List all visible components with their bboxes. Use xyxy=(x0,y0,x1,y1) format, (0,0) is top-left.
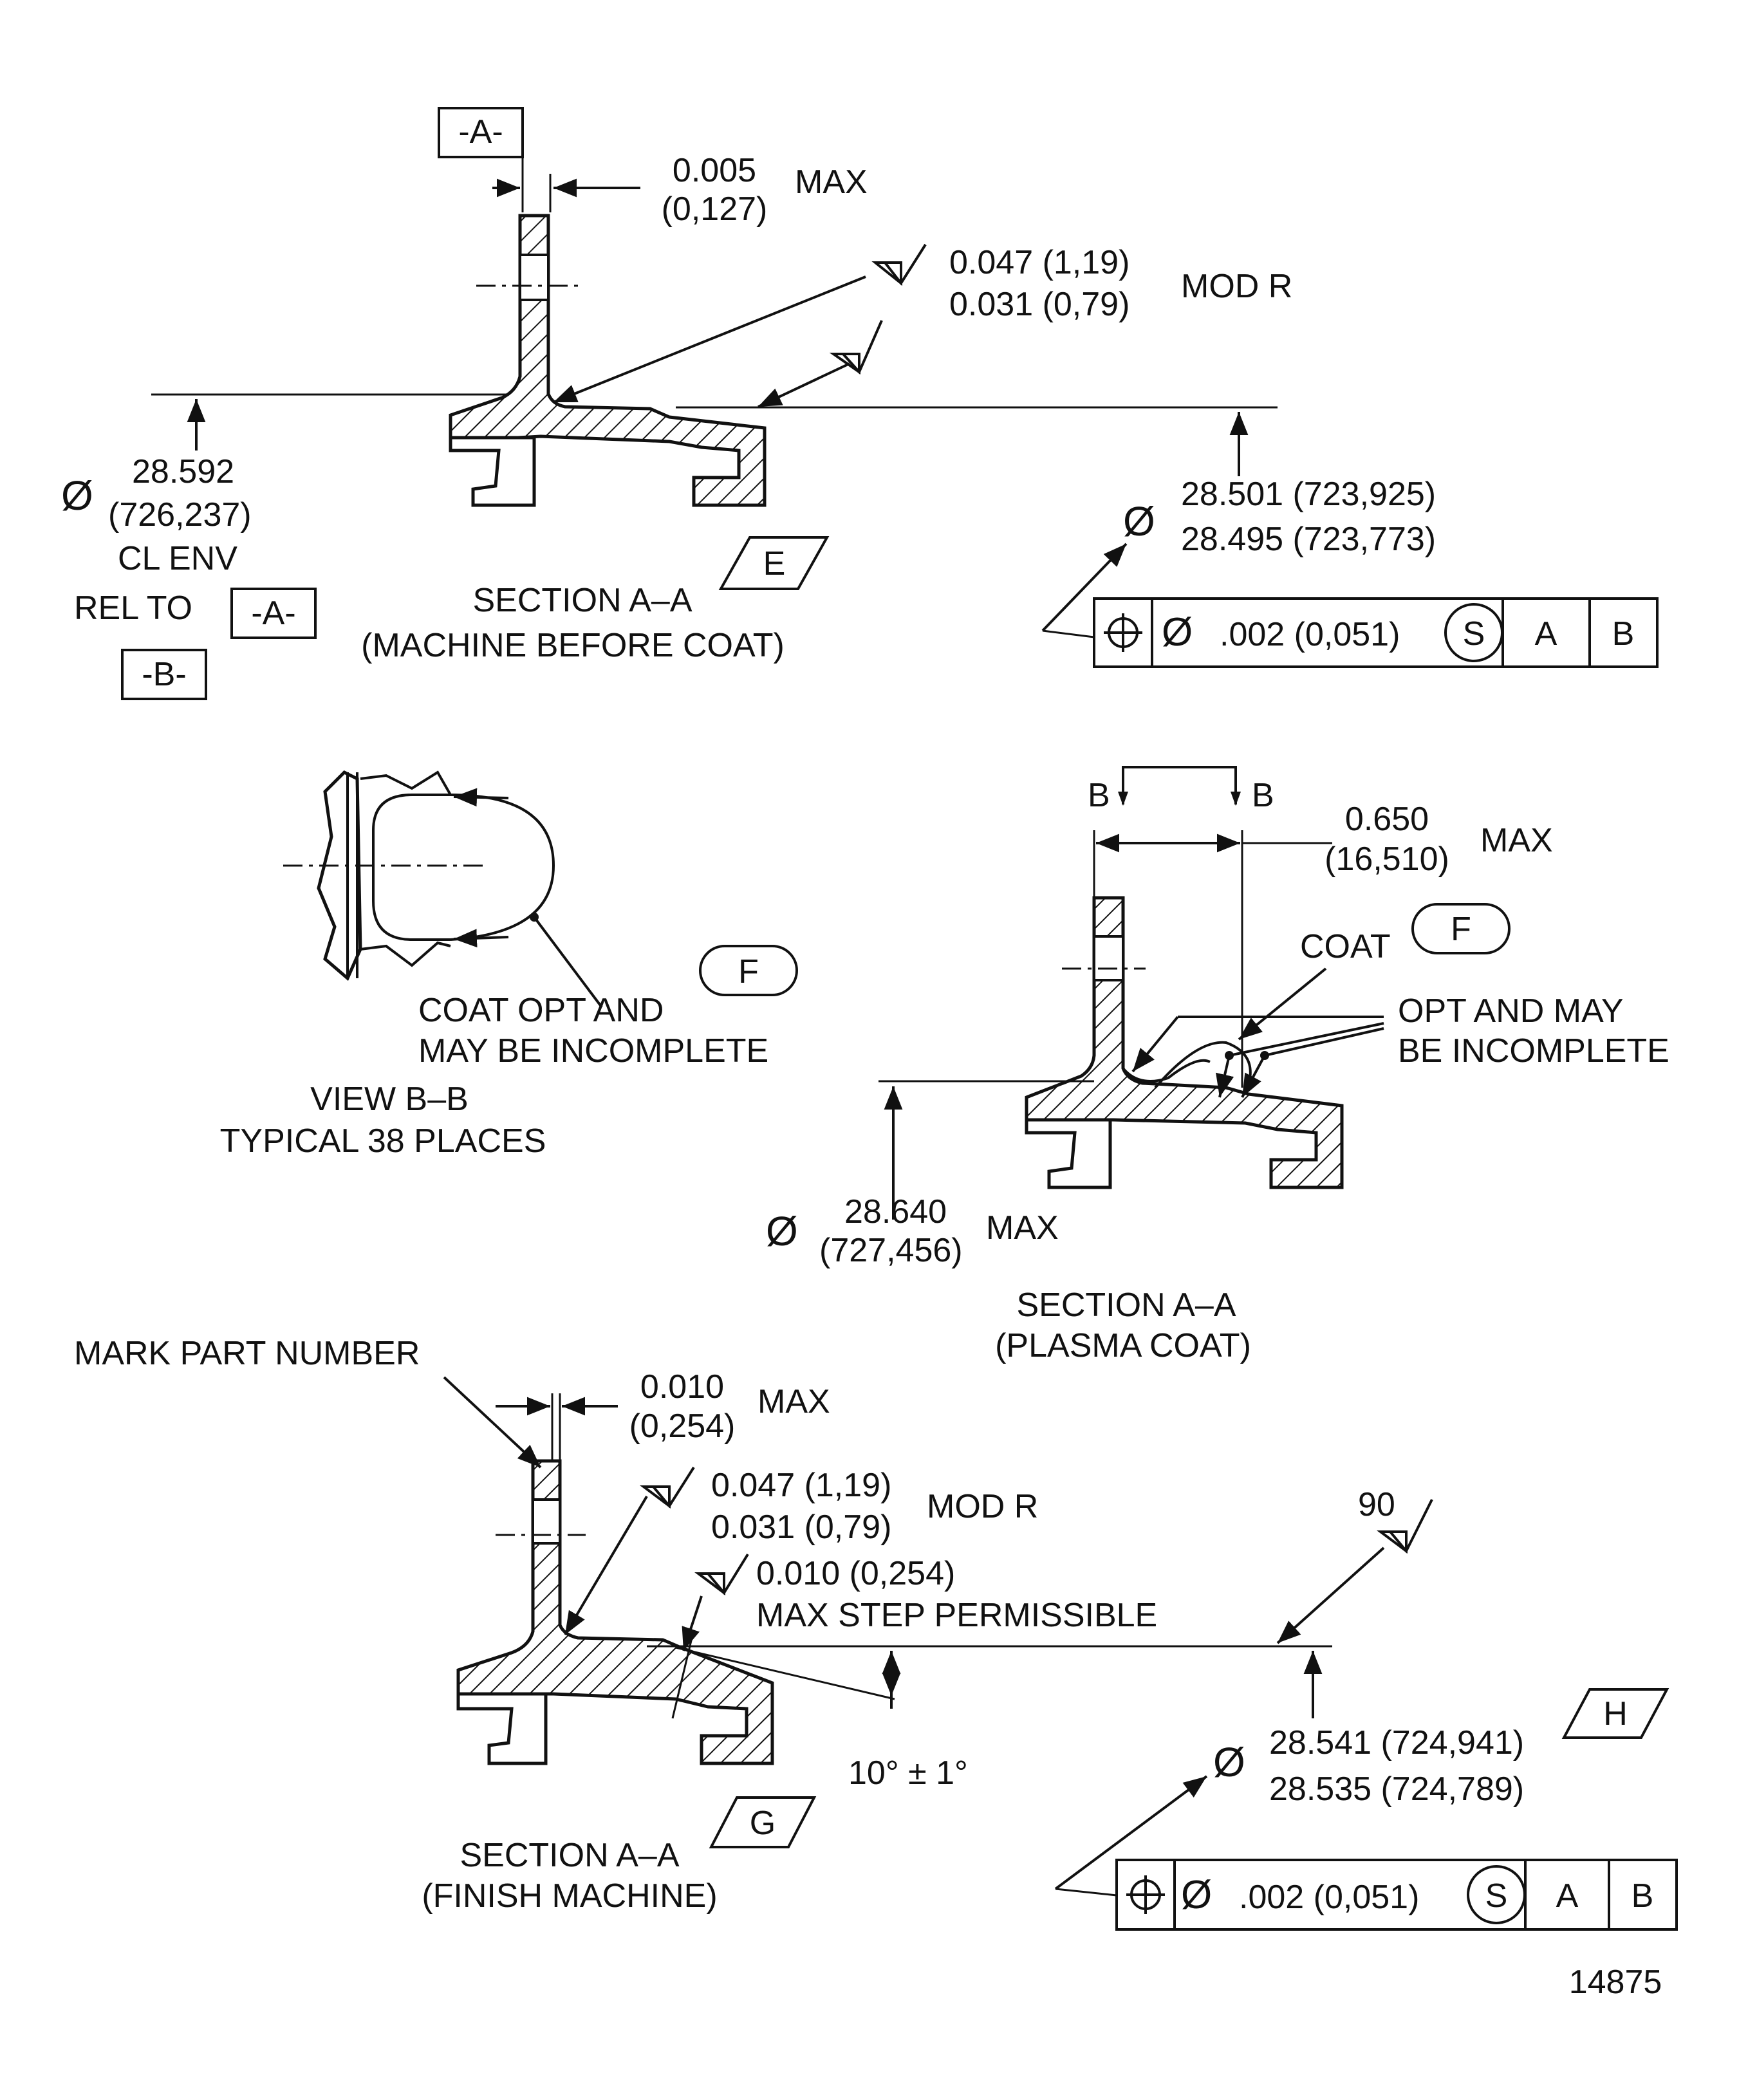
ref-a-box xyxy=(230,588,317,639)
fcf-modifier-2: S xyxy=(1485,1877,1508,1915)
flag-h-label: H xyxy=(1603,1695,1628,1733)
flag-f-label-2: F xyxy=(1451,911,1471,948)
flag-g xyxy=(709,1796,817,1848)
flange-hole-1 xyxy=(519,254,550,301)
modifier-circle-1 xyxy=(1444,603,1503,662)
section-machine-before-coat: -A- 0.005 (0,127) MAX 0.047 (1,19) 0.031… xyxy=(61,107,1659,700)
flag-f-2 xyxy=(1411,903,1511,954)
step-line2-3: MAX STEP PERMISSIBLE xyxy=(756,1597,1157,1634)
view-b-b: COAT OPT AND MAY BE INCOMPLETE F VIEW B–… xyxy=(220,770,798,1160)
flag-f-label-1: F xyxy=(738,953,759,990)
radius-line1-3: 0.047 (1,19) xyxy=(711,1467,891,1504)
coat-outline-2 xyxy=(1122,1059,1211,1083)
section-subtitle-2: (PLASMA COAT) xyxy=(995,1327,1251,1364)
view-bb-subtitle: TYPICAL 38 PLACES xyxy=(220,1122,546,1160)
opt-line1-2: OPT AND MAY xyxy=(1398,992,1624,1030)
figure-number: 14875 xyxy=(1569,1964,1662,2001)
radius-line1-1: 0.047 (1,19) xyxy=(949,244,1130,281)
section-finish-machine: MARK PART NUMBER 0.010 (0,254) MAX 0.047… xyxy=(74,1335,1678,1931)
fcf-modifier-1: S xyxy=(1463,615,1485,653)
fcf-datum1-2: A xyxy=(1556,1877,1579,1915)
flag-h xyxy=(1561,1688,1669,1739)
view-bb-title: VIEW B–B xyxy=(310,1081,469,1118)
dia-symbol-2: Ø xyxy=(766,1208,798,1254)
radius-suffix-3: MOD R xyxy=(927,1488,1038,1525)
modifier-circle-2 xyxy=(1467,1865,1526,1924)
coat-outline-bb xyxy=(450,794,555,941)
dia-line2-3: 28.535 (724,789) xyxy=(1269,1770,1524,1808)
section-subtitle-1: (MACHINE BEFORE COAT) xyxy=(361,627,785,664)
finish-90: 90 xyxy=(1358,1486,1395,1523)
width-mm-2: (16,510) xyxy=(1325,841,1449,878)
section-plasma-coat: B B 0.650 (16,510) MAX COAT F OPT AND MA… xyxy=(766,766,1669,1364)
opt-line2-2: BE INCOMPLETE xyxy=(1398,1032,1669,1070)
datum-a-box xyxy=(438,107,524,158)
fcf-datum2-2: B xyxy=(1632,1877,1654,1915)
dia-line1-3: 28.541 (724,941) xyxy=(1269,1724,1524,1761)
fcf-tolerance-1: .002 (0,051) xyxy=(1220,616,1400,653)
radius-suffix-1: MOD R xyxy=(1181,268,1292,305)
gap-suffix-3: MAX xyxy=(758,1383,830,1420)
left-dia-inch-1: 28.592 xyxy=(132,453,234,490)
flag-e xyxy=(718,536,830,590)
gap-suffix-1: MAX xyxy=(795,163,868,201)
width-suffix-2: MAX xyxy=(1480,822,1553,859)
gap-inch-3: 0.010 xyxy=(640,1368,724,1406)
section-b-right: B xyxy=(1252,777,1274,814)
width-inch-2: 0.650 xyxy=(1345,801,1429,838)
right-dia-symbol-1: Ø xyxy=(1123,498,1155,544)
section-title-1: SECTION A–A xyxy=(473,582,693,619)
fcf-tolerance-2: .002 (0,051) xyxy=(1239,1879,1419,1916)
fcf-dia-symbol-2: Ø xyxy=(1181,1873,1212,1917)
section-title-2: SECTION A–A xyxy=(1017,1287,1236,1324)
gap-inch-1: 0.005 xyxy=(673,152,756,189)
fcf-datum2-1: B xyxy=(1612,615,1635,653)
view-bb-note1: COAT OPT AND xyxy=(418,992,664,1029)
feature-control-frame-1: Ø .002 (0,051) S A B xyxy=(1093,597,1659,668)
radius-line2-3: 0.031 (0,79) xyxy=(711,1509,891,1546)
ref-b-box xyxy=(121,649,207,700)
section-title-3: SECTION A–A xyxy=(460,1837,680,1874)
left-dia-note1: CL ENV xyxy=(118,540,237,577)
part-profile-3 xyxy=(456,1459,774,1765)
gap-mm-1: (0,127) xyxy=(662,190,768,228)
flag-g-label: G xyxy=(750,1805,776,1842)
dia-mm-2: (727,456) xyxy=(819,1232,963,1269)
mark-part-number: MARK PART NUMBER xyxy=(74,1335,420,1372)
angle-3: 10° ± 1° xyxy=(848,1754,968,1792)
ref-b-label: -B- xyxy=(142,656,186,693)
dia-symbol-3: Ø xyxy=(1213,1739,1245,1785)
right-dia-line2-1: 28.495 (723,773) xyxy=(1181,521,1436,558)
flag-f-1 xyxy=(699,945,798,996)
gap-mm-3: (0,254) xyxy=(629,1408,736,1445)
section-subtitle-3: (FINISH MACHINE) xyxy=(422,1877,717,1915)
left-dia-note2: REL TO xyxy=(74,590,192,627)
dia-suffix-2: MAX xyxy=(986,1209,1059,1247)
feature-control-frame-2: Ø .002 (0,051) S A B xyxy=(1115,1859,1678,1931)
fcf-dia-symbol-1: Ø xyxy=(1162,610,1193,655)
radius-line2-1: 0.031 (0,79) xyxy=(949,286,1130,323)
right-dia-line1-1: 28.501 (723,925) xyxy=(1181,476,1436,513)
coat-label-2: COAT xyxy=(1300,928,1391,965)
step-line1-3: 0.010 (0,254) xyxy=(756,1555,955,1592)
fcf-datum1-1: A xyxy=(1535,615,1557,653)
left-dia-mm-1: (726,237) xyxy=(108,496,252,534)
section-b-left: B xyxy=(1088,777,1110,814)
ref-a-label: -A- xyxy=(251,595,295,632)
left-dia-symbol-1: Ø xyxy=(61,472,93,519)
datum-a-label: -A- xyxy=(458,113,503,151)
hook-left-1 xyxy=(449,436,536,507)
view-bb-note2: MAY BE INCOMPLETE xyxy=(418,1032,768,1070)
dia-inch-2: 28.640 xyxy=(844,1193,947,1231)
flag-e-label: E xyxy=(763,545,786,582)
